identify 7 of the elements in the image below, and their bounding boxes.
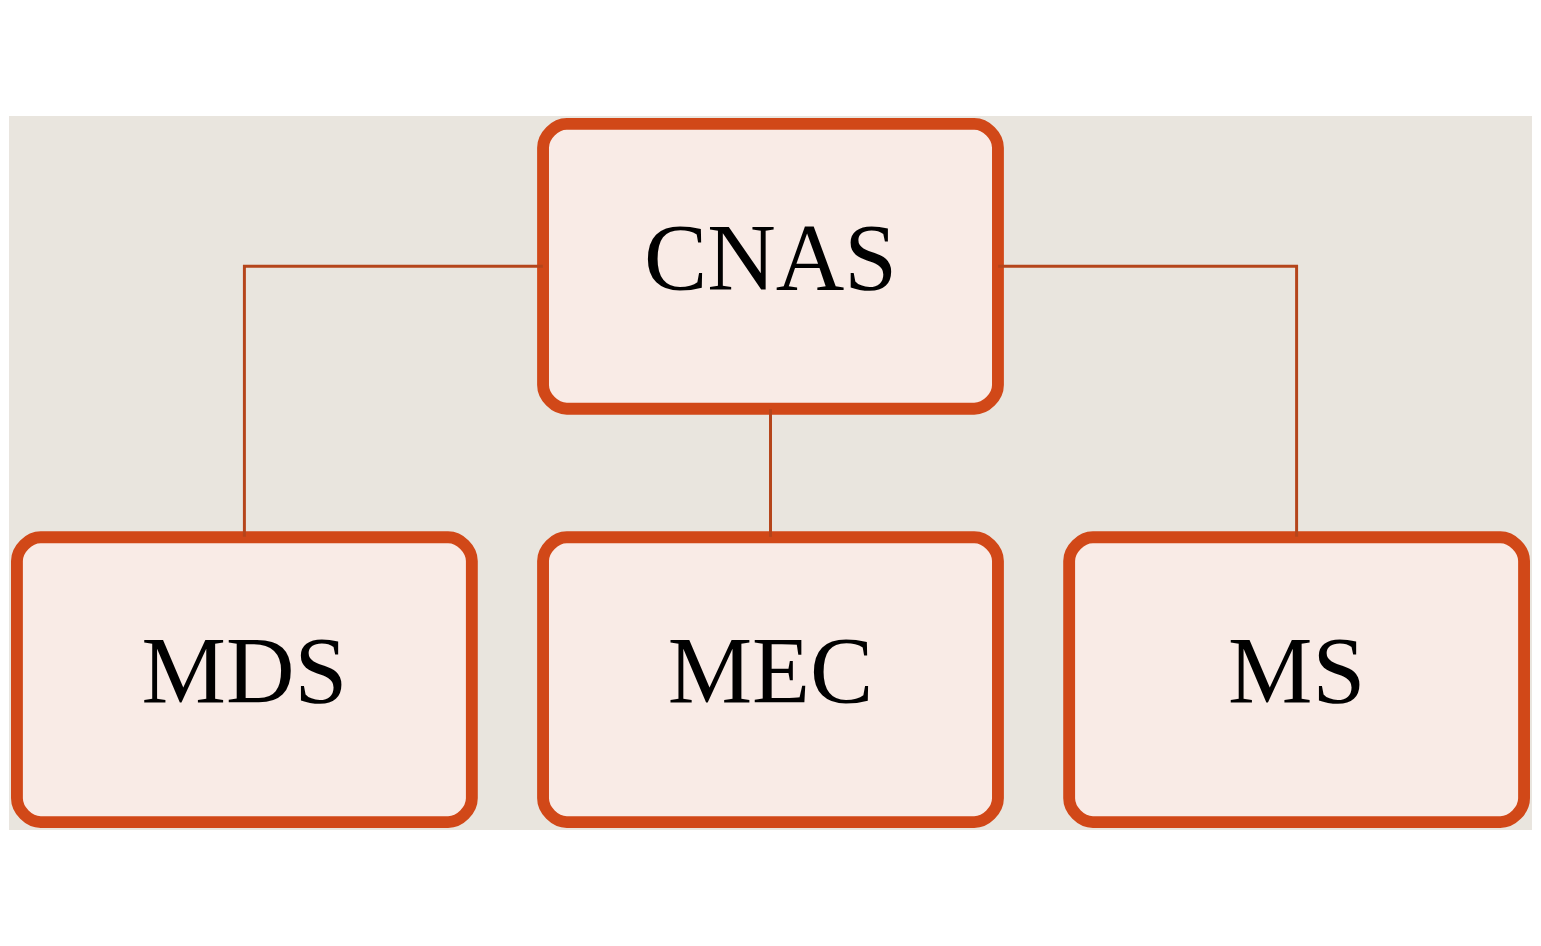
node-box: CNAS [537,117,1004,415]
connector [242,264,543,537]
node-box: MEC [537,531,1004,829]
node-box: MDS [11,531,478,829]
node-box: MS [1063,531,1530,829]
connector [998,264,1299,537]
connector [769,409,772,537]
